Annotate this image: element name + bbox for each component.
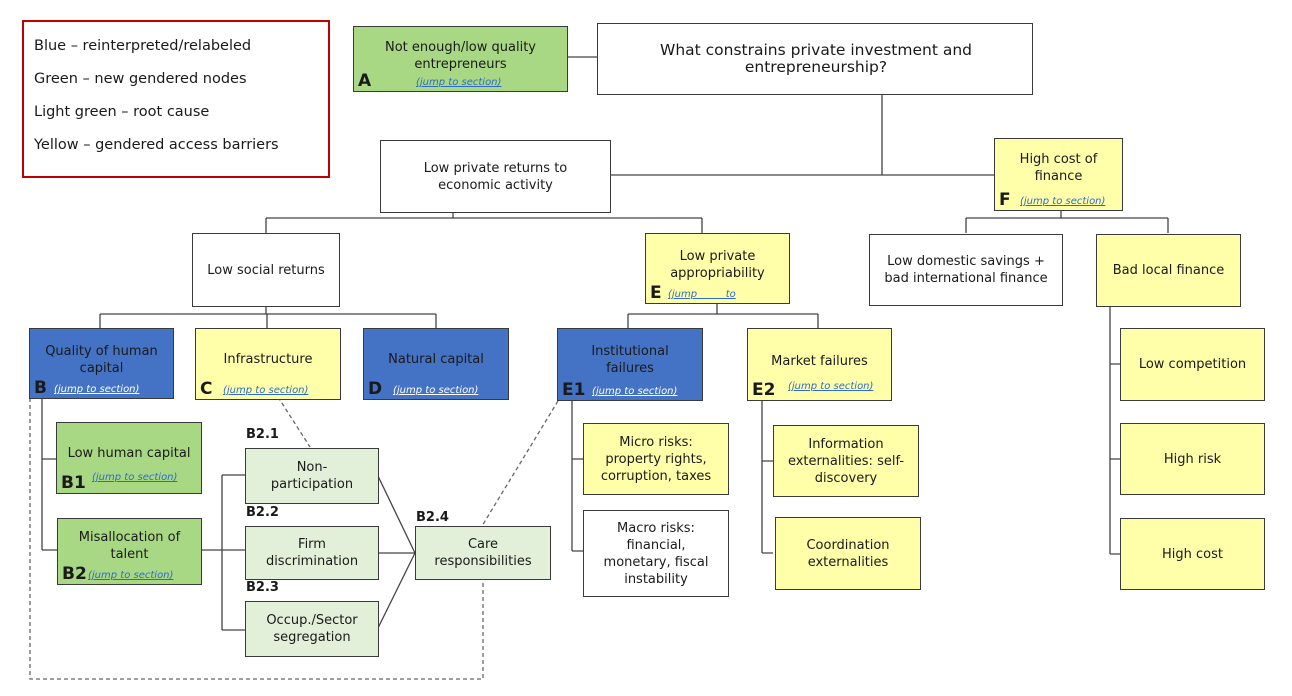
- legend-item-light-green: Light green – root cause: [34, 104, 210, 120]
- node-label: Firm discrimination: [265, 537, 359, 569]
- jump-to-section-link[interactable]: (jump to section): [788, 381, 874, 392]
- node-tag: C: [200, 379, 213, 399]
- node-label: Occup./Sector segregation: [266, 613, 358, 645]
- legend-item-yellow: Yellow – gendered access barriers: [34, 137, 279, 153]
- node-label: Coordination externalities: [806, 537, 890, 570]
- node-tag: E: [650, 283, 662, 303]
- node-tag-b2-4: B2.4: [416, 510, 449, 525]
- jump-to-section-link[interactable]: (jump to section): [416, 77, 502, 88]
- connector: [571, 401, 583, 552]
- node-b: Quality of human capital B (jump to sect…: [29, 328, 174, 399]
- jump-to-section-link[interactable]: (jump to section): [223, 385, 309, 396]
- node-label: Bad local finance: [1112, 263, 1225, 278]
- dashed-connector: [29, 398, 484, 680]
- node-label: Market failures: [771, 354, 868, 369]
- node-label: Macro risks: financial, monetary, fiscal…: [603, 520, 709, 587]
- node-b2-1: Non-participation: [245, 448, 379, 504]
- node-label: Infrastructure: [223, 352, 313, 367]
- jump-to-section-link[interactable]: (jump to section): [92, 472, 178, 483]
- node-bad-local-finance: Bad local finance: [1096, 234, 1241, 307]
- node-low-social-returns: Low social returns: [192, 233, 340, 307]
- node-label: Institutional failures: [591, 344, 669, 376]
- node-label: Low competition: [1138, 357, 1247, 372]
- node-label: What constrains private investment and e…: [660, 41, 972, 76]
- node-label: High cost of finance: [1019, 152, 1098, 184]
- node-tag: F: [999, 190, 1011, 210]
- node-macro-risks: Macro risks: financial, monetary, fiscal…: [583, 510, 729, 597]
- node-low-private-returns: Low private returns to economic activity: [380, 140, 611, 213]
- connector: [265, 213, 703, 233]
- node-d: Natural capital D (jump to section): [363, 328, 509, 400]
- node-b2: Misallocation of talent B2 (jump to sect…: [57, 518, 202, 585]
- node-high-risk: High risk: [1120, 423, 1265, 495]
- node-label: Low human capital: [67, 446, 191, 461]
- node-info-externalities: Information externalities: self-discover…: [773, 425, 919, 497]
- jump-to-section-link[interactable]: (jump to section): [88, 570, 174, 581]
- node-micro-risks: Micro risks: property rights, corruption…: [583, 423, 729, 495]
- node-b1: Low human capital B1 (jump to section): [56, 422, 202, 494]
- node-label: Information externalities: self-discover…: [787, 436, 905, 486]
- node-label: Misallocation of talent: [78, 530, 181, 562]
- node-f: High cost of finance F (jump to section): [994, 138, 1123, 211]
- node-tag: E1: [562, 380, 586, 400]
- legend-item-blue: Blue – reinterpreted/relabeled: [34, 38, 252, 54]
- node-e1: Institutional failures E1 (jump to secti…: [557, 328, 703, 401]
- node-a: Not enough/low quality entrepreneurs A (…: [353, 26, 568, 92]
- node-tag: B1: [61, 473, 86, 493]
- jump-to-section-link[interactable]: (jump to section): [1020, 196, 1106, 207]
- node-label: Low private returns to economic activity: [423, 160, 568, 193]
- node-label: Non-participation: [270, 460, 354, 492]
- node-label: Quality of human capital: [45, 344, 158, 376]
- node-label: Micro risks: property rights, corruption…: [600, 434, 712, 484]
- connector: [41, 398, 57, 551]
- node-high-cost: High cost: [1120, 518, 1265, 590]
- node-coord-externalities: Coordination externalities: [775, 517, 921, 590]
- connector: [627, 303, 819, 328]
- node-b2-2: Firm discrimination: [245, 526, 379, 580]
- node-e: Low private appropriability E (jump to: [645, 233, 790, 304]
- node-label: Natural capital: [388, 352, 484, 367]
- connector: [377, 475, 416, 629]
- node-tag: E2: [752, 380, 776, 400]
- node-low-domestic-savings: Low domestic savings + bad international…: [869, 234, 1063, 306]
- node-label: Low domestic savings + bad international…: [884, 254, 1048, 286]
- node-tag: B2: [62, 564, 87, 584]
- jump-to-section-link[interactable]: (jump to section): [393, 385, 479, 396]
- jump-to-section-link[interactable]: (jump to section): [54, 384, 140, 395]
- node-tag: B: [34, 378, 47, 398]
- node-e2: Market failures E2 (jump to section): [747, 328, 892, 401]
- node-tag: D: [368, 379, 383, 399]
- node-tag-b2-1: B2.1: [246, 427, 279, 442]
- node-root: What constrains private investment and e…: [597, 23, 1033, 95]
- node-tag: A: [358, 71, 372, 91]
- node-label: Low private appropriability: [670, 249, 765, 281]
- connector: [761, 401, 773, 554]
- dashed-connector: [277, 396, 311, 448]
- legend: Blue – reinterpreted/relabeled Green – n…: [22, 20, 330, 178]
- node-tag-b2-3: B2.3: [246, 580, 279, 595]
- connector: [1109, 307, 1120, 555]
- node-label: Care responsibilities: [434, 537, 532, 569]
- node-b2-3: Occup./Sector segregation: [245, 601, 379, 657]
- jump-to-section-link[interactable]: (jump to: [668, 289, 736, 300]
- connector: [609, 95, 996, 176]
- dashed-connector: [481, 400, 559, 527]
- node-label: High cost: [1162, 546, 1223, 562]
- connector: [99, 307, 437, 328]
- node-tag-b2-2: B2.2: [246, 505, 279, 520]
- legend-item-green: Green – new gendered nodes: [34, 71, 247, 87]
- connector: [202, 474, 245, 631]
- node-label: Not enough/low quality entrepreneurs: [384, 40, 536, 72]
- jump-to-section-link[interactable]: (jump to section): [592, 386, 678, 397]
- node-b2-4: Care responsibilities: [415, 526, 551, 580]
- connector: [965, 210, 1169, 233]
- node-c: Infrastructure C (jump to section): [195, 328, 341, 400]
- node-label: High risk: [1163, 451, 1222, 467]
- node-low-competition: Low competition: [1120, 328, 1265, 401]
- node-label: Low social returns: [207, 262, 325, 278]
